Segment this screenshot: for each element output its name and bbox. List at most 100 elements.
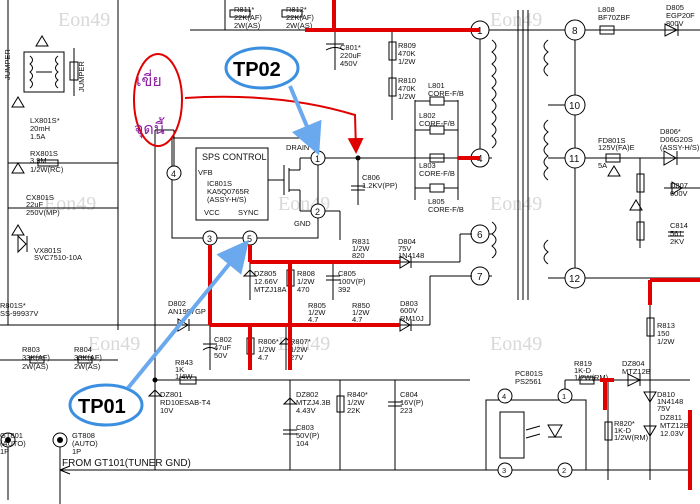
note-arrow (184, 95, 364, 154)
c803-code: 104 (296, 439, 309, 448)
tp01-callout (68, 383, 144, 427)
d804-ref: D804 (398, 237, 416, 246)
d805-part: EGP20F (666, 11, 695, 20)
ic-pins: 4 3 5 1 2 (166, 150, 326, 246)
r806-rating: 1/2W (258, 345, 276, 354)
ic-pin-vcc: VCC (204, 208, 220, 217)
r809-rating: 1/2W (398, 57, 416, 66)
r813-rating: 1/2W (657, 337, 675, 346)
gt801-ref: GT801 (0, 431, 23, 440)
vx801-part: SVC7510-10A (34, 253, 82, 262)
l802-value: CORE-F/B (419, 119, 455, 128)
ic-pin-vfb: VFB (198, 168, 213, 177)
c801-ref: C801* (340, 43, 361, 52)
tp02-callout (224, 46, 300, 90)
from-tuner-label: FROM GT101(TUNER GND) (62, 458, 191, 469)
r819-rating: 1/2W(RM) (574, 373, 609, 382)
ic-part: KA5Q0765R (207, 187, 250, 196)
r819-value: 1K-D (574, 366, 592, 375)
cx801-ref: CX801S (26, 193, 54, 202)
r804-ref: R804 (74, 345, 92, 354)
fd801-current: 5A (598, 161, 607, 170)
annotations: เขี่ย จุดนี้ TP02 TP01 (68, 46, 364, 427)
c804-ref: C804 (400, 390, 418, 399)
ic-pin-gnd: GND (294, 219, 311, 228)
r808-value: 470 (297, 285, 310, 294)
c803-ref: C803 (296, 423, 314, 432)
top-bus: R811* 22K(AF) 2W(AS) R812* 22K(AF) 2W(AS… (190, 0, 480, 120)
r809-value: 470K (398, 49, 416, 58)
c804-code: 223 (400, 406, 413, 415)
rx801-ref: RX801S (30, 149, 58, 158)
dz802-ref: DZ802 (296, 390, 319, 399)
jumper-label: JUMPER (3, 49, 12, 80)
dz802-rating: 4.43V (296, 406, 316, 415)
d803-part: RM10J (400, 314, 424, 323)
ground-terminals: GT801 (AUTO) 1P GT808 (AUTO) 1P (0, 431, 98, 504)
r806-ref: R806* (258, 337, 279, 346)
d807-ref: D807 (670, 181, 688, 190)
c802-rating: 50V (214, 351, 227, 360)
c801-value: 220uF (340, 51, 362, 60)
r840-rating: 1/2W (347, 398, 365, 407)
feedback-section: R819 1K-D 1/2W(RM) DZ804 MTZ12B R813 150… (574, 300, 690, 480)
tp02-label: TP02 (233, 59, 281, 81)
tp01-label: TP01 (78, 396, 126, 418)
d802-ref: D802 (168, 299, 186, 308)
d802-part: AN1997GP (168, 307, 206, 316)
ferrite-cores: L801 CORE-F/B L802 CORE-F/B L803 CORE-F/… (414, 81, 464, 214)
ic-pin-number: 3 (207, 234, 212, 244)
r810-ref: R810 (398, 76, 416, 85)
r811-rating: 2W(AS) (234, 21, 261, 30)
c802-ref: C802 (214, 335, 232, 344)
gt808-type: (AUTO) (72, 439, 98, 448)
r804-rating: 2W(AS) (74, 362, 101, 371)
d807-rating: 600V (670, 189, 688, 198)
r808-ref: R808 (297, 269, 315, 278)
c814-value: 561 (670, 229, 683, 238)
r843-rating: 1/4W (175, 372, 193, 381)
transformer (479, 10, 576, 300)
r840-value: 22K (347, 406, 360, 415)
opto-ref: PC801S (515, 369, 543, 378)
d804-rating: 75V (398, 244, 411, 253)
c804-value: 16V(P) (400, 398, 424, 407)
opto-pin-number: 2 (562, 466, 566, 475)
r812-rating: 2W(AS) (286, 21, 313, 30)
xfmr-pin-number: 7 (477, 272, 483, 283)
r807-value: 27V (290, 353, 303, 362)
r819-ref: R819 (574, 359, 592, 368)
dz811-rating: 12.03V (660, 429, 684, 438)
ic-pin-number: 1 (315, 154, 320, 164)
xfmr-pin-number: 6 (477, 230, 483, 241)
gt801-type: (AUTO) (0, 439, 26, 448)
d804-part: 1N4148 (398, 251, 424, 260)
r843-value: 1K (175, 365, 184, 374)
r820-rating: 1/2W(RM) (614, 433, 649, 442)
c806-ref: C806 (362, 173, 380, 182)
r811-ref: R811* (234, 5, 254, 14)
r803-value: 33K(AF) (22, 353, 50, 362)
d810-part: 1N4148 (657, 397, 683, 406)
mains-section: JUMPER JUMPER LX801S* 20mH 1.5A RX801S 3… (0, 0, 119, 371)
c805-ref: C805 (338, 269, 356, 278)
l805-value: CORE-F/B (428, 205, 464, 214)
watermark: Eon49 (490, 9, 542, 31)
r806-value: 4.7 (258, 353, 268, 362)
d806-assy: (ASSY-H/S) (660, 143, 700, 152)
ic801s: SPS CONTROL IC801S KA5Q0765R (ASSY-H/S) … (171, 137, 319, 239)
r807-ref: R807* (290, 337, 311, 346)
l802-ref: L802 (419, 111, 436, 120)
r812-ref: R812* (286, 5, 307, 14)
watermark: Eon49 (490, 193, 542, 215)
d806-part: D06G20S (660, 135, 693, 144)
r811-value: 22K(AF) (234, 13, 262, 22)
r808-rating: 1/2W (297, 277, 315, 286)
r805-value: 4.7 (308, 315, 318, 324)
red-highlights (208, 0, 700, 490)
r801-ref: R801S* (0, 301, 26, 310)
r850-value: 4.7 (352, 315, 362, 324)
dz801-part: RD10ESAB-T4 (160, 398, 210, 407)
l801-value: CORE-F/B (428, 89, 464, 98)
